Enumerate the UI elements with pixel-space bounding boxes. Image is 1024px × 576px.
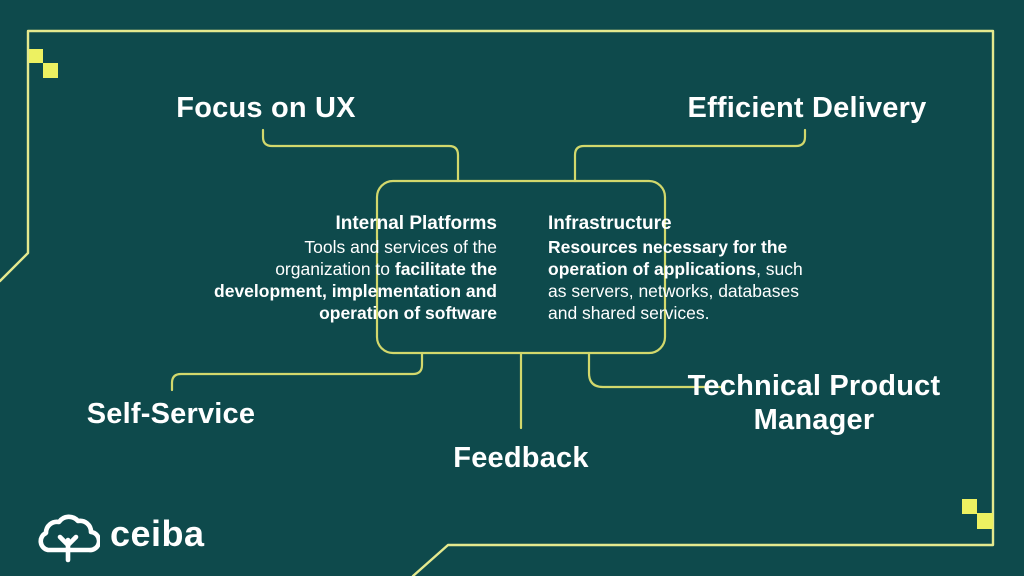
node-label-self-service: Self-Service [86, 398, 256, 430]
accent-square-bottom-right-2 [977, 513, 993, 529]
accent-square-top-left-1 [29, 49, 43, 63]
node-label-technical-product-manager: Technical Product Manager [687, 370, 941, 436]
accent-square-top-left-2 [43, 63, 58, 78]
panel-internal-platforms-title: Internal Platforms [335, 213, 497, 234]
ceiba-logo: ceiba [36, 504, 205, 564]
ceiba-wordmark: ceiba [110, 513, 205, 554]
node-label-focus-ux: Focus on UX [176, 92, 356, 124]
panel-infrastructure: Infrastructure Resources necessary for t… [548, 212, 878, 324]
node-label-feedback: Feedback [453, 442, 589, 474]
panel-infrastructure-title: Infrastructure [548, 213, 672, 234]
accent-square-bottom-right-1 [962, 499, 977, 514]
node-label-efficient-delivery: Efficient Delivery [687, 92, 927, 124]
panel-internal-platforms: Internal Platforms Tools and services of… [167, 212, 497, 324]
ceiba-tree-icon [38, 514, 100, 563]
frame-border-line [0, 29, 995, 576]
connector-focus-ux [261, 128, 460, 183]
connector-technical-product-manager [587, 351, 723, 389]
connector-self-service [170, 351, 424, 392]
connector-efficient-delivery [573, 128, 807, 183]
